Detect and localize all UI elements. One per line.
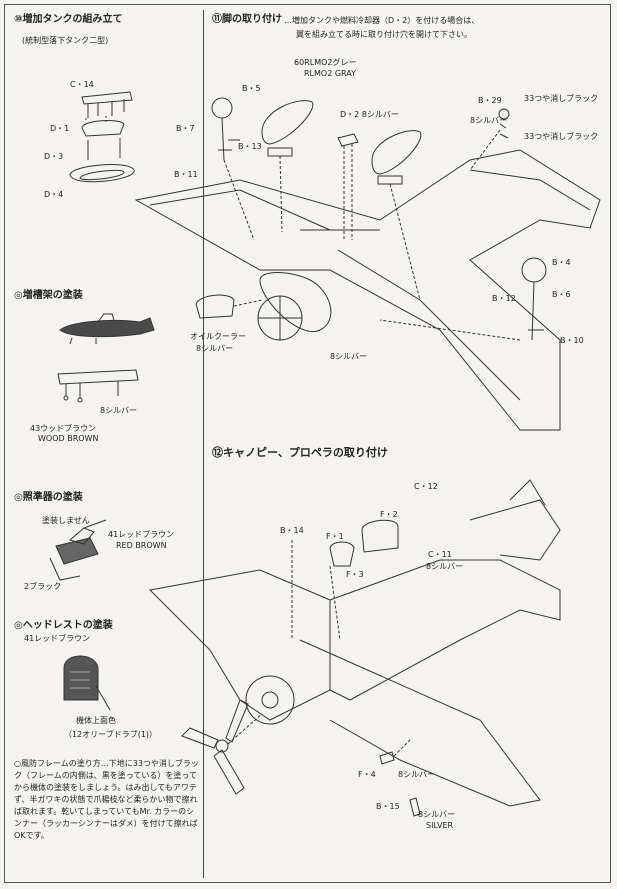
tail-wheel-drawing [469, 108, 510, 171]
part-b15-label: B・15 [376, 802, 400, 811]
silver-label-jp: 8シルバー [418, 810, 456, 819]
aircraft-top-view-drawing [148, 479, 561, 807]
wood-brown-label-jp: 43ウッドブラウン [30, 424, 97, 433]
silver-label-en: SILVER [426, 821, 454, 830]
page-frame [4, 4, 611, 883]
part-d4-label: D・4 [44, 190, 64, 199]
rlm02-gray-label-en: RLMO2 GRAY [304, 69, 357, 78]
headrest-painting-title: ◎ヘッドレストの塗装 [14, 620, 113, 631]
hanger-silver-label: 8シルバー [100, 406, 138, 415]
part-b14-label: B・14 [280, 526, 304, 535]
canopy-frame-note: ○風防フレームの塗り方…下地に33つや消しブラック（フレームの内側は、黒を塗って… [14, 759, 199, 840]
section-12-title: ⑫キャノピー、プロペラの取り付け [212, 446, 388, 459]
wing-silver-label: 8シルバー [330, 352, 368, 361]
silver-label-tail: 8シルバー [470, 116, 508, 125]
d2-silver-label: D・2 8シルバー [340, 110, 399, 119]
part-c14-label: C・14 [70, 80, 94, 89]
f4-silver-label: 8シルバー [398, 770, 436, 779]
part-b29-label: B・29 [478, 96, 502, 105]
oil-cooler-silver-label: 8シルバー [196, 344, 234, 353]
fuel-cooler-drawing [337, 133, 359, 240]
oil-cooler-label: オイルクーラー [190, 332, 246, 341]
part-f1-label: F・1 [326, 532, 344, 541]
section-10-title: ⑩増加タンクの組み立て [14, 14, 123, 25]
black-label: 2ブラック [24, 582, 62, 591]
wood-brown-label-en: WOOD BROWN [38, 434, 99, 443]
small-parts-bottom-drawing [379, 739, 421, 817]
column-divider [203, 10, 204, 878]
landing-gear-left-drawing [211, 97, 255, 241]
body-color-label: 機体上面色 [76, 716, 116, 725]
part-c12-label: C・12 [414, 482, 438, 491]
matte-black-label-2: 33つや消しブラック [524, 132, 599, 141]
part-b11-label: B・11 [174, 170, 198, 179]
gun-sight-painting-title: ◎照準器の塗装 [14, 492, 83, 503]
tank-hanger-drawing [57, 369, 139, 403]
headrest-drawing [63, 655, 111, 711]
c11-silver-label: 8シルバー [426, 562, 464, 571]
olive-drab-label: （12オリーブドラブ(1)） [64, 730, 158, 739]
red-brown-label-en: RED BROWN [116, 541, 167, 550]
part-d1-label: D・1 [50, 124, 70, 133]
matte-black-label-1: 33つや消しブラック [524, 94, 599, 103]
red-brown-label-jp: 41レッドブラウン [108, 530, 175, 539]
part-b7-label: B・7 [176, 124, 195, 133]
hanger-painting-title: ◎増槽架の塗装 [14, 290, 83, 301]
wing-underside-drawing [134, 149, 601, 431]
part-b10-label: B・10 [560, 336, 584, 345]
part-c11-label: C・11 [428, 550, 452, 559]
gun-sight-drawing [49, 519, 107, 581]
landing-gear-right-drawing [379, 257, 547, 341]
part-b5-label: B・5 [242, 84, 261, 93]
drop-tank-left-drawing [261, 100, 314, 233]
part-b13-label: B・13 [238, 142, 262, 151]
no-paint-label: 塗装しません [42, 516, 90, 525]
section-11-note-line2: 翼を組み立てる時に取り付け穴を開けて下さい。 [296, 30, 472, 39]
drop-tank-parts-drawing [69, 91, 135, 183]
plane-side-view-drawing [59, 313, 155, 345]
section-10-subtitle: (統制型落下タンク二型) [22, 36, 109, 45]
part-f4-label: F・4 [358, 770, 376, 779]
part-b4-label: B・4 [552, 258, 571, 267]
part-d3-label: D・3 [44, 152, 64, 161]
drop-tank-right-drawing [371, 130, 422, 301]
part-b6-label: B・6 [552, 290, 571, 299]
part-f3-label: F・3 [346, 570, 364, 579]
headrest-red-brown-label: 41レッドブラウン [24, 634, 91, 643]
oil-cooler-drawing [195, 294, 263, 319]
propeller-drawing [181, 699, 263, 795]
part-b12-label: B・12 [492, 294, 516, 303]
part-f2-label: F・2 [380, 510, 398, 519]
section-11-note-line1: …増加タンクや燃料冷却器（D・2）を付ける場合は、 [284, 16, 480, 25]
section-11-title: ⑪脚の取り付け [212, 14, 282, 25]
rlm02-gray-label-jp: 60RLMO2グレー [294, 58, 357, 67]
